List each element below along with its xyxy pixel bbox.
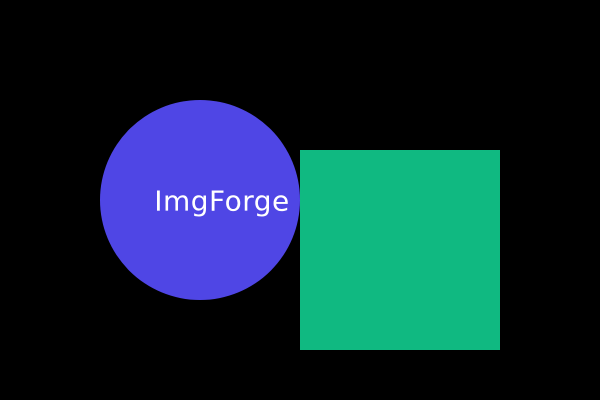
logo-circle (100, 100, 300, 300)
green-square (300, 150, 500, 350)
logo-text: ImgForge (154, 184, 290, 218)
